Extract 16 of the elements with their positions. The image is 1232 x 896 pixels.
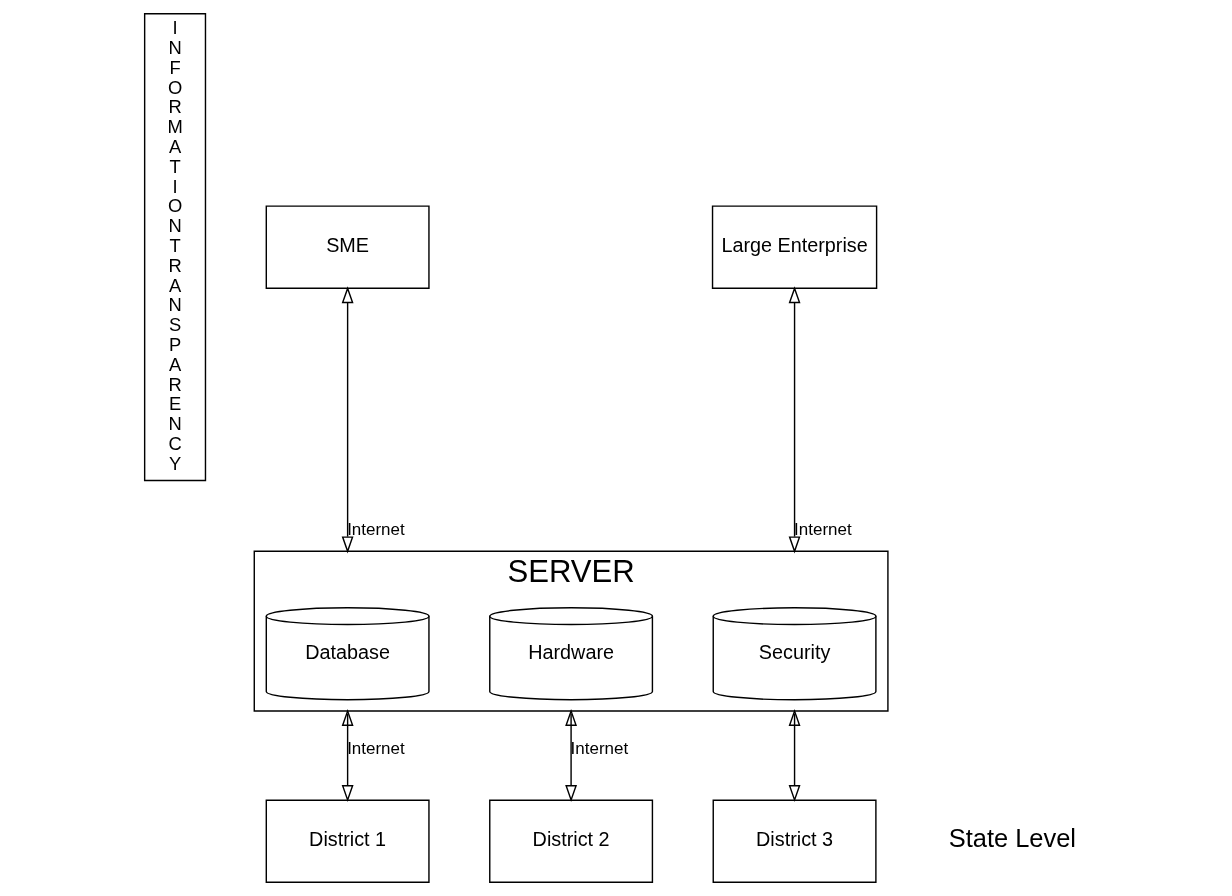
arrow <box>565 708 578 803</box>
label: State Level <box>948 824 1077 853</box>
arrow <box>788 286 801 554</box>
node-box: District 3 <box>712 799 877 883</box>
edge-label: Internet <box>347 739 405 759</box>
arrow <box>341 286 354 554</box>
node-box: District 1 <box>265 799 430 883</box>
edge-label: Internet <box>347 520 405 540</box>
node-box: INFORMATION TRANSPARENCY <box>143 13 207 482</box>
arrow <box>788 708 801 803</box>
arrow <box>341 708 354 803</box>
node-box: SME <box>265 205 430 289</box>
node-box: District 2 <box>489 799 654 883</box>
edge-label: Internet <box>570 739 629 759</box>
node-box: Large Enterprise <box>711 205 878 289</box>
edge-label: Internet <box>794 520 852 540</box>
